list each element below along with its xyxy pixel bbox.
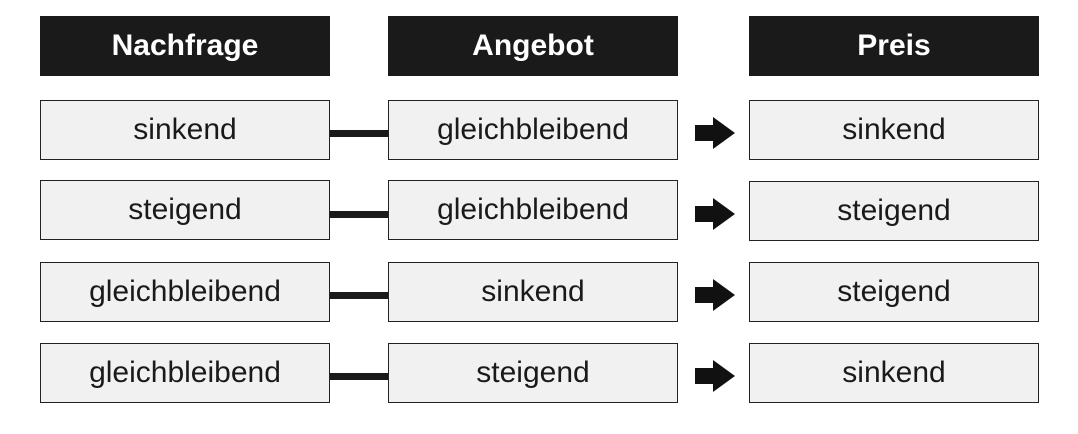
arrow-right-icon: [693, 278, 737, 312]
arrow-right-icon: [693, 359, 737, 393]
row-1-price: sinkend: [749, 100, 1039, 160]
row-4-demand: gleichbleibend: [40, 343, 330, 403]
row-4-price: sinkend: [749, 343, 1039, 403]
row-1-connector: [330, 130, 388, 137]
arrow-right-icon: [693, 197, 737, 231]
header-price: Preis: [749, 16, 1039, 76]
row-2-supply: gleichbleibend: [388, 180, 678, 240]
row-2-price: steigend: [749, 181, 1039, 241]
row-3-demand: gleichbleibend: [40, 262, 330, 322]
row-1-supply: gleichbleibend: [388, 100, 678, 160]
row-2-connector: [330, 211, 388, 218]
row-3-connector: [330, 292, 388, 299]
arrow-right-icon: [693, 116, 737, 150]
row-1-demand: sinkend: [40, 100, 330, 160]
header-demand: Nachfrage: [40, 16, 330, 76]
row-3-supply: sinkend: [388, 262, 678, 322]
header-supply: Angebot: [388, 16, 678, 76]
row-4-connector: [330, 373, 388, 380]
row-3-price: steigend: [749, 262, 1039, 322]
row-2-demand: steigend: [40, 180, 330, 240]
row-4-supply: steigend: [388, 343, 678, 403]
